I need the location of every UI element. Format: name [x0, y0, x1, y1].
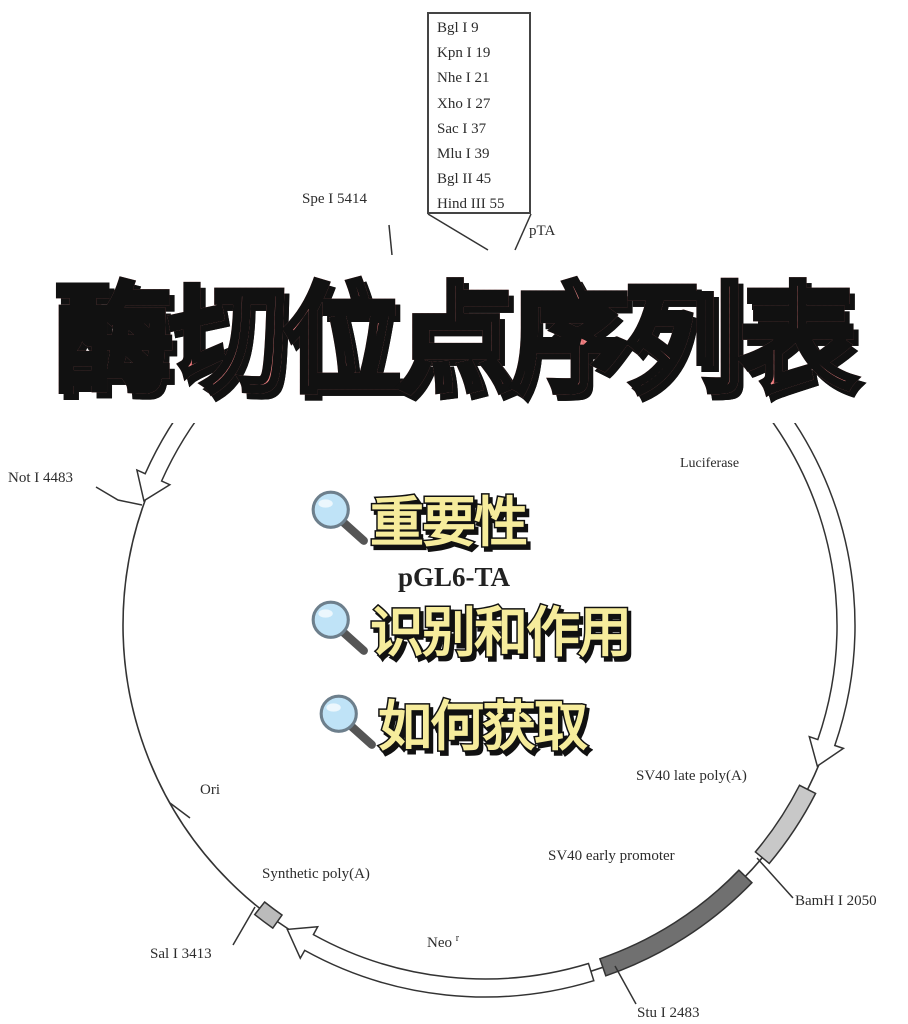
synthetic-polya-box [253, 900, 284, 930]
not-site-label: Not I 4483 [8, 470, 73, 486]
neo-resistance-arrow [286, 925, 595, 998]
mcs-callout-left [427, 213, 489, 251]
ori-tick [169, 802, 191, 819]
mcs-site: Mlu I 39 [437, 146, 490, 163]
bullet-text: 重要性 [369, 490, 530, 556]
synthetic-polya-label: Synthetic poly(A) [262, 866, 370, 882]
mcs-enzyme-list: Bgl I 9 Kpn I 19 Nhe I 21 Xho I 27 Sac I… [427, 12, 531, 214]
bullet-importance: 重要性 [308, 478, 530, 557]
sal-site-label: Sal I 3413 [150, 946, 212, 962]
mcs-site: Hind III 55 [437, 196, 505, 213]
bullet-recognition: 识别和作用 [308, 588, 634, 667]
ori-label: Ori [200, 782, 220, 798]
stu-site-label: Stu I 2483 [637, 1005, 700, 1021]
bullet-acquisition: 如何获取 [316, 682, 590, 761]
mcs-site: Xho I 27 [437, 95, 491, 112]
not-site-tick [95, 486, 143, 506]
mcs-callout-right [514, 213, 532, 251]
magnifier-icon [319, 694, 376, 749]
mcs-site: Bgl I 9 [437, 20, 479, 36]
neo-text: Neo [427, 935, 452, 951]
pta-label: pTA [529, 223, 556, 239]
mcs-site: Sac I 37 [437, 120, 487, 137]
title-banner-background [0, 255, 908, 423]
stu-site-tick [614, 965, 637, 1005]
sv40-late-polya-box [754, 784, 817, 865]
mcs-site: Bgl II 45 [437, 171, 492, 188]
spe-site-label: Spe I 5414 [302, 191, 367, 207]
bamh-site-label: BamH I 2050 [795, 893, 877, 909]
sv40-late-polya-label: SV40 late poly(A) [636, 768, 747, 784]
bullet-text: 识别和作用 [369, 600, 634, 666]
bamh-site-tick [756, 857, 794, 899]
neo-label: Neo r [427, 933, 459, 952]
sal-site-tick [232, 906, 256, 946]
magnifier-icon [311, 490, 368, 545]
plasmid-name: pGL6-TA [398, 562, 511, 592]
neo-superscript: r [455, 933, 460, 944]
mcs-site: Nhe I 21 [437, 70, 490, 87]
sv40-early-promoter-box [598, 869, 753, 977]
bullet-text: 如何获取 [377, 694, 590, 760]
spe-site-tick [388, 224, 393, 256]
mcs-site: Kpn I 19 [437, 45, 491, 62]
luciferase-label: Luciferase [680, 456, 740, 471]
overlay-title: 酶切位点序列表 [0, 269, 908, 412]
sv40-early-promoter-label: SV40 early promoter [548, 848, 675, 864]
magnifier-icon [311, 600, 368, 655]
